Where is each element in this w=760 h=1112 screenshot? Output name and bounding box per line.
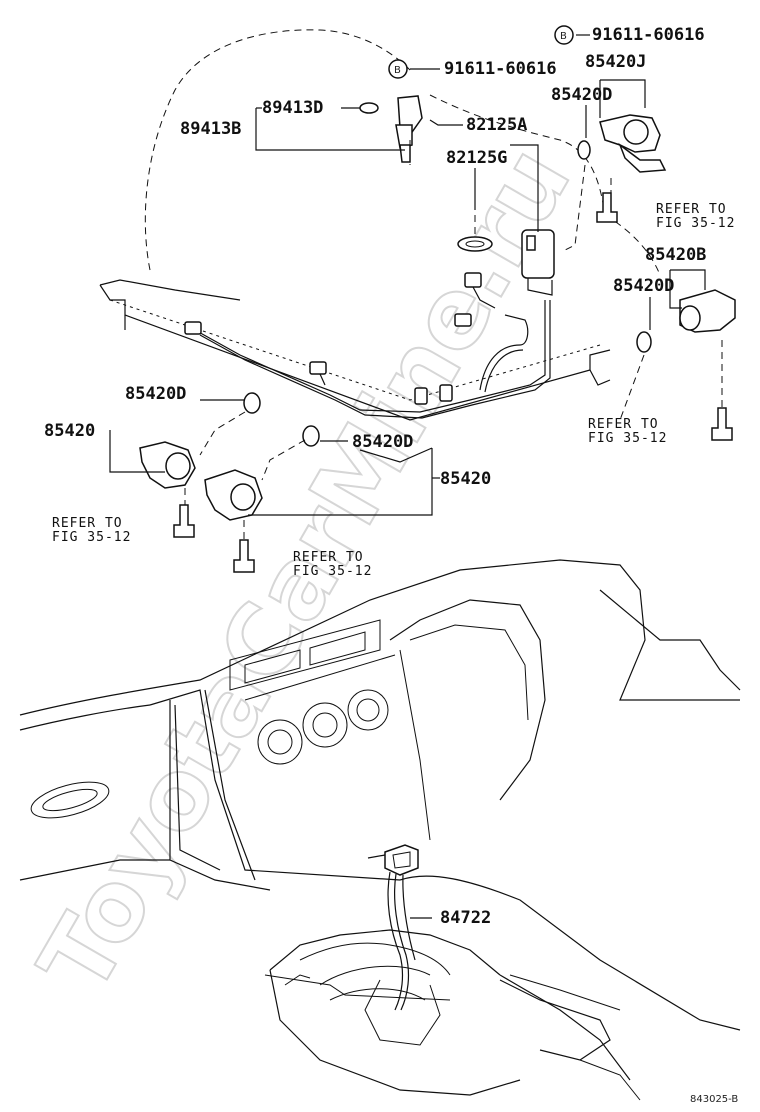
label-85420D-right: 85420D (613, 276, 674, 296)
dashboard-console (19, 559, 741, 1101)
switch-85420-left (139, 392, 261, 489)
wire-harness (184, 272, 551, 419)
label-82125A: 82125A (466, 115, 527, 135)
label-91611-b: 91611-60616 (592, 25, 705, 45)
refer-2-line1: REFER TO (588, 417, 659, 432)
label-89413D: 89413D (262, 98, 323, 118)
o-ring-85420D-mid (302, 425, 320, 447)
switch-85420-mid (204, 425, 320, 521)
refer-1-line1: REFER TO (656, 202, 727, 217)
o-ring-85420D-left (243, 392, 261, 414)
label-85420-mid: 85420 (440, 469, 491, 489)
o-ring-85420D-top (577, 140, 591, 160)
refer-1-line2: FIG 35-12 (656, 216, 735, 231)
o-ring-89413D (359, 102, 379, 114)
leader-lines (109, 34, 706, 919)
refer-4-line1: REFER TO (293, 550, 364, 565)
label-85420J: 85420J (585, 52, 646, 72)
refer-4-line2: FIG 35-12 (293, 564, 372, 579)
label-85420D-left: 85420D (125, 384, 186, 404)
switch-85420B (636, 289, 736, 353)
label-85420D-mid: 85420D (352, 432, 413, 452)
label-89413B: 89413B (180, 119, 241, 139)
bolt-marker-b-2: B (554, 25, 574, 45)
o-ring-85420D-right (636, 331, 652, 353)
refer-3-line1: REFER TO (52, 516, 123, 531)
switch-85420J (577, 114, 667, 173)
label-82125G: 82125G (446, 148, 507, 168)
shift-cable-84722 (367, 844, 419, 1011)
refer-3-line2: FIG 35-12 (52, 530, 131, 545)
bolt-marker-b-1: B (388, 59, 408, 79)
diagram-code: 843025-B (690, 1094, 738, 1105)
bolt-marker-text-2: B (560, 31, 567, 42)
bolt-icon (173, 192, 733, 573)
bolt-marker-text-1: B (394, 65, 401, 76)
label-91611-a: 91611-60616 (444, 59, 557, 79)
refer-2-line2: FIG 35-12 (588, 431, 667, 446)
label-84722: 84722 (440, 908, 491, 928)
label-85420D-top: 85420D (551, 85, 612, 105)
label-85420-left: 85420 (44, 421, 95, 441)
label-85420B: 85420B (645, 245, 706, 265)
speed-sensor-89413B (359, 95, 423, 163)
connector-82125A (521, 229, 555, 296)
grommet-82125G (457, 236, 493, 252)
